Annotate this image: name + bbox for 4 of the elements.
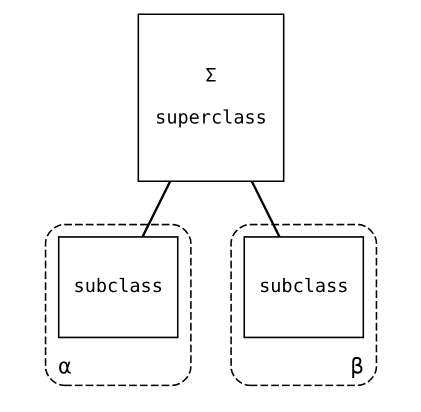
node-box: Σ superclass xyxy=(137,14,284,182)
node-box: subclass xyxy=(242,236,364,338)
node-box: subclass xyxy=(57,236,178,338)
connector xyxy=(250,181,280,237)
